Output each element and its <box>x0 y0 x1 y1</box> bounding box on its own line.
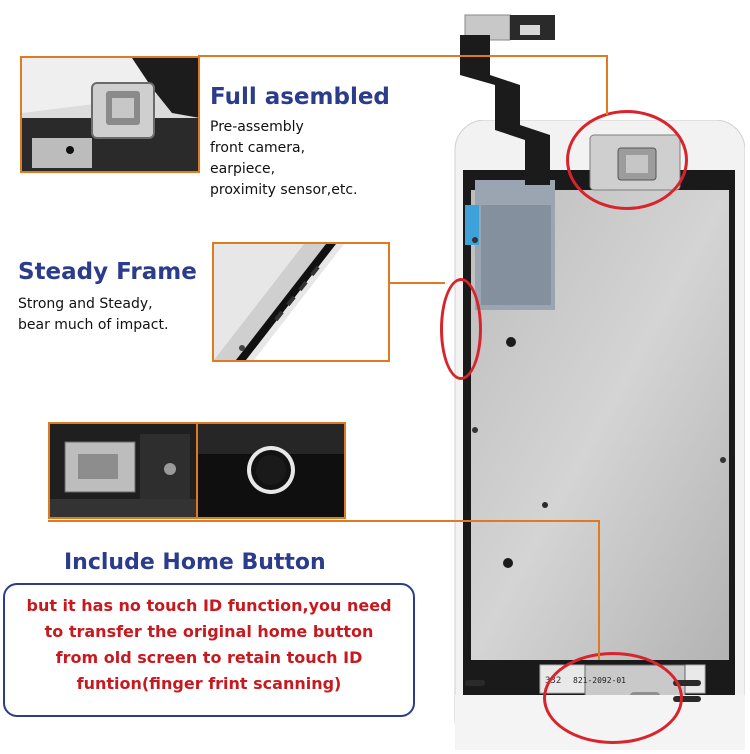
frame-closeup <box>212 242 390 362</box>
front-camera-flex-cable <box>460 14 555 185</box>
home-button-photo <box>198 424 344 517</box>
leader-home-vert <box>598 520 600 660</box>
frame-title: Steady Frame <box>18 259 197 285</box>
assembled-closeup <box>20 56 200 173</box>
assembled-description: Pre-assembly front camera, earpiece, pro… <box>210 117 358 201</box>
leader-assembled-down <box>606 55 608 115</box>
home-button-highlight <box>543 652 683 744</box>
assembled-line: front camera, <box>210 140 306 156</box>
leader-assembled-top <box>198 55 608 57</box>
frame-description: Strong and Steady, bear much of impact. <box>18 294 168 336</box>
warning-line: but it has no touch ID function,you need <box>26 596 392 615</box>
frame-line: bear much of impact. <box>18 317 169 333</box>
home-button-closeup <box>196 422 346 519</box>
frame-highlight <box>440 278 482 380</box>
assembled-line: Pre-assembly <box>210 119 304 135</box>
home-bracket-photo <box>50 424 196 517</box>
assembled-line: earpiece, <box>210 161 276 177</box>
frame-line: Strong and Steady, <box>18 296 153 312</box>
warning-line: to transfer the original home button <box>44 622 374 641</box>
warning-line: funtion(finger frint scanning) <box>76 674 342 693</box>
frame-closeup-photo <box>214 244 388 360</box>
earpiece-closeup-photo <box>22 58 198 171</box>
assembled-title: Full asembled <box>210 84 390 110</box>
home-title: Include Home Button <box>64 550 326 575</box>
warning-line: from old screen to retain touch ID <box>55 648 363 667</box>
leader-frame <box>387 282 445 284</box>
assembled-line: proximity sensor,etc. <box>210 182 358 198</box>
leader-home-horiz <box>48 520 600 522</box>
home-bracket-closeup <box>48 422 198 519</box>
touch-id-warning: but it has no touch ID function,you need… <box>3 583 415 717</box>
earpiece-highlight <box>566 110 688 210</box>
